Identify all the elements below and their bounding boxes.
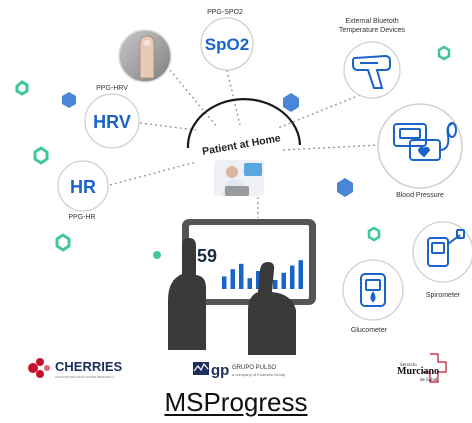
tablet-bar	[273, 280, 278, 289]
right-hand-image	[248, 262, 296, 355]
cherries-tagline: CONSORTIUM HEALTHCARE RESEARCH	[55, 375, 114, 379]
blood-pressure-caption: Blood Pressure	[396, 192, 444, 199]
patient-image	[214, 160, 264, 196]
hrv-label: HRV	[93, 112, 131, 132]
spo2-node: PPG-SPO2 SpO2	[200, 9, 254, 71]
glucometer-caption: Glucometer	[351, 327, 388, 334]
sms-line1: Servicio	[400, 363, 417, 368]
blood-pressure-monitor-icon	[393, 122, 457, 161]
tablet-device: 59	[182, 219, 316, 305]
spirometer-icon	[427, 229, 465, 267]
hexagon-icon	[367, 226, 381, 242]
hr-caption: PPG-HR	[68, 214, 95, 221]
tablet-bar	[222, 276, 227, 289]
tablet-bar	[247, 278, 252, 289]
glucometer-node: Glucometer	[342, 259, 404, 334]
servicio-murciano-logo: Servicio Murciano de Salud	[397, 353, 447, 383]
tablet-bar	[239, 263, 244, 289]
tablet-reading: 59	[197, 246, 217, 266]
tablet-bar	[230, 269, 235, 289]
hexagon-icon	[62, 92, 76, 108]
hexagon-icon	[337, 178, 353, 197]
patient-at-home-hub: Patient at Home	[186, 98, 302, 196]
hexagon-icon	[437, 45, 451, 61]
cherries-name: CHERRIES	[55, 359, 123, 374]
gp-mark: gp	[211, 362, 229, 379]
finger-sensor-image	[118, 29, 172, 83]
blood-pressure-node: Blood Pressure	[377, 103, 463, 199]
hrv-node: PPG-HRV HRV	[84, 85, 140, 149]
dot-icon	[153, 251, 161, 259]
hexagon-icon	[15, 80, 29, 96]
hexagon-decorations	[15, 45, 451, 259]
hr-label: HR	[70, 177, 96, 197]
cherries-logo: CHERRIES CONSORTIUM HEALTHCARE RESEARCH	[28, 358, 123, 379]
sms-line3: de Salud	[420, 378, 438, 383]
tablet-bar	[290, 265, 295, 289]
thermometer-caption-line2: Temperature Devices	[339, 27, 406, 34]
spirometer-node: Spirometer	[412, 221, 472, 299]
hrv-caption: PPG-HRV	[96, 85, 128, 92]
page-title: MSProgress	[164, 387, 308, 417]
tablet-bar	[281, 272, 286, 289]
hexagon-icon	[33, 146, 49, 165]
spo2-caption: PPG-SPO2	[207, 9, 243, 16]
tablet-bar	[256, 271, 261, 289]
spo2-label: SpO2	[205, 35, 249, 54]
thermometer-node: External Bluetoth Temperature Devices	[339, 18, 406, 99]
sms-line2: Murciano	[397, 366, 439, 377]
hexagon-icon	[55, 233, 71, 252]
patient-at-home-label: Patient at Home	[201, 132, 281, 158]
glucometer-icon	[360, 273, 386, 307]
gp-tagline: a company of Endeson Group	[232, 372, 286, 377]
gp-name: GRUPO PULSO	[232, 365, 276, 371]
tablet-bar	[298, 260, 303, 289]
hr-node: HR PPG-HR	[57, 160, 109, 221]
grupo-pulso-logo: gp GRUPO PULSO a company of Endeson Grou…	[193, 362, 286, 379]
thermometer-icon	[352, 54, 391, 89]
hexagon-icon	[283, 93, 299, 112]
thermometer-caption-line1: External Bluetoth	[345, 18, 398, 25]
left-hand-image	[168, 238, 206, 350]
spirometer-caption: Spirometer	[426, 292, 461, 299]
